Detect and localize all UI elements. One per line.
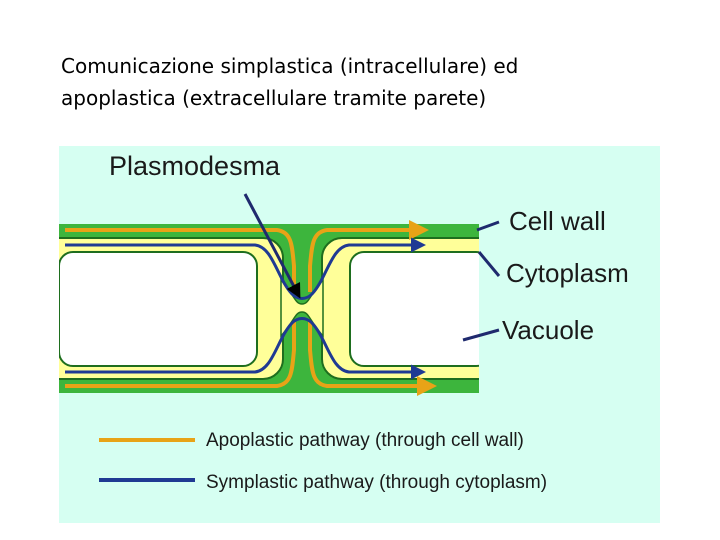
slide-title: Comunicazione simplastica (intracellular… bbox=[61, 54, 519, 110]
left-cell-vacuole bbox=[59, 251, 258, 367]
leader-vacuole bbox=[462, 328, 500, 342]
diagram-svg: Plasmodesma Cell wall Cytoplasm Vacuole … bbox=[59, 146, 660, 523]
label-plasmodesma: Plasmodesma bbox=[109, 151, 281, 181]
apoplastic-path-top bbox=[65, 230, 425, 292]
symplastic-path-bottom bbox=[65, 317, 426, 380]
symplastic-path-top bbox=[65, 237, 426, 300]
label-vacuole: Vacuole bbox=[502, 315, 594, 345]
leader-cytoplasm bbox=[477, 251, 501, 277]
legend-symplastic-label: Symplastic pathway (through cytoplasm) bbox=[206, 472, 547, 493]
legend-apoplastic-label: Apoplastic pathway (through cell wall) bbox=[206, 430, 524, 451]
leader-cell-wall bbox=[476, 220, 500, 232]
plasmodesma-diagram: Plasmodesma Cell wall Cytoplasm Vacuole … bbox=[59, 146, 660, 523]
label-cytoplasm: Cytoplasm bbox=[506, 258, 629, 288]
right-cell-vacuole bbox=[349, 251, 491, 367]
leader-plasmodesma bbox=[243, 193, 301, 299]
apoplastic-path-bottom bbox=[65, 322, 433, 386]
legend: Apoplastic pathway (through cell wall) S… bbox=[99, 430, 547, 493]
right-edge-mask bbox=[479, 216, 660, 406]
label-cell-wall: Cell wall bbox=[509, 206, 606, 236]
